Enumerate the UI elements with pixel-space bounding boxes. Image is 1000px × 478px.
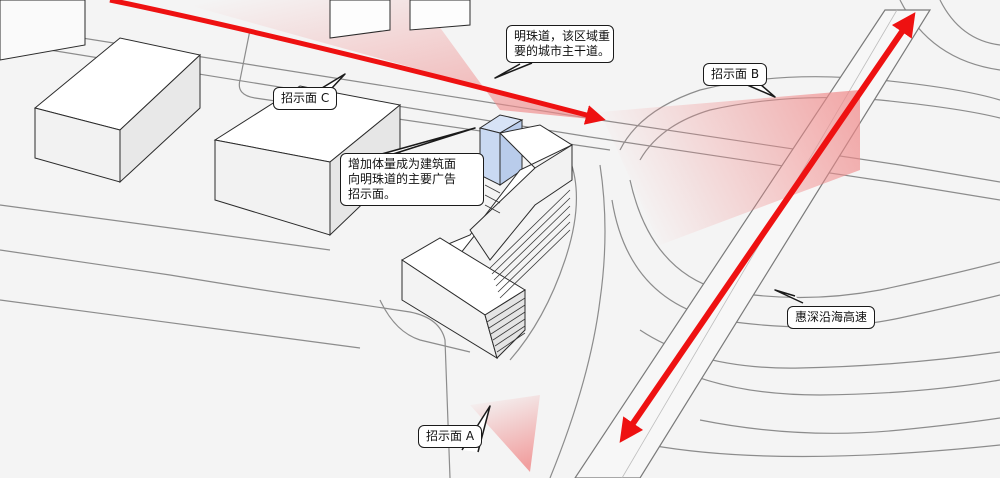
callout-sign-b: 招示面 B [703,63,768,86]
callout-text: 招示面 A [426,429,475,443]
callout-line: 要的城市主干道。 [514,44,611,58]
callout-text: 招示面 C [281,91,330,105]
callout-text: 招示面 B [711,67,760,81]
callout-sign-a: 招示面 A [418,425,483,448]
callout-added-volume: 增加体量成为建筑面 向明珠道的主要广告 招示面。 [340,153,484,206]
callout-sign-c: 招示面 C [273,87,338,110]
callout-tails [321,62,804,453]
callout-line: 增加体量成为建筑面 [348,157,457,171]
expressway-arrow [619,12,916,443]
callout-line: 向明珠道的主要广告 [348,172,457,186]
callout-text: 惠深沿海高速 [795,310,868,324]
callout-expressway: 惠深沿海高速 [787,306,876,329]
callout-mingzhu-road: 明珠道，该区域重 要的城市主干道。 [506,25,614,63]
callout-line: 明珠道，该区域重 [514,29,611,43]
mingzhu-road-arrow [109,0,606,125]
main-building [401,114,574,360]
callout-line: 招示面。 [348,187,397,201]
